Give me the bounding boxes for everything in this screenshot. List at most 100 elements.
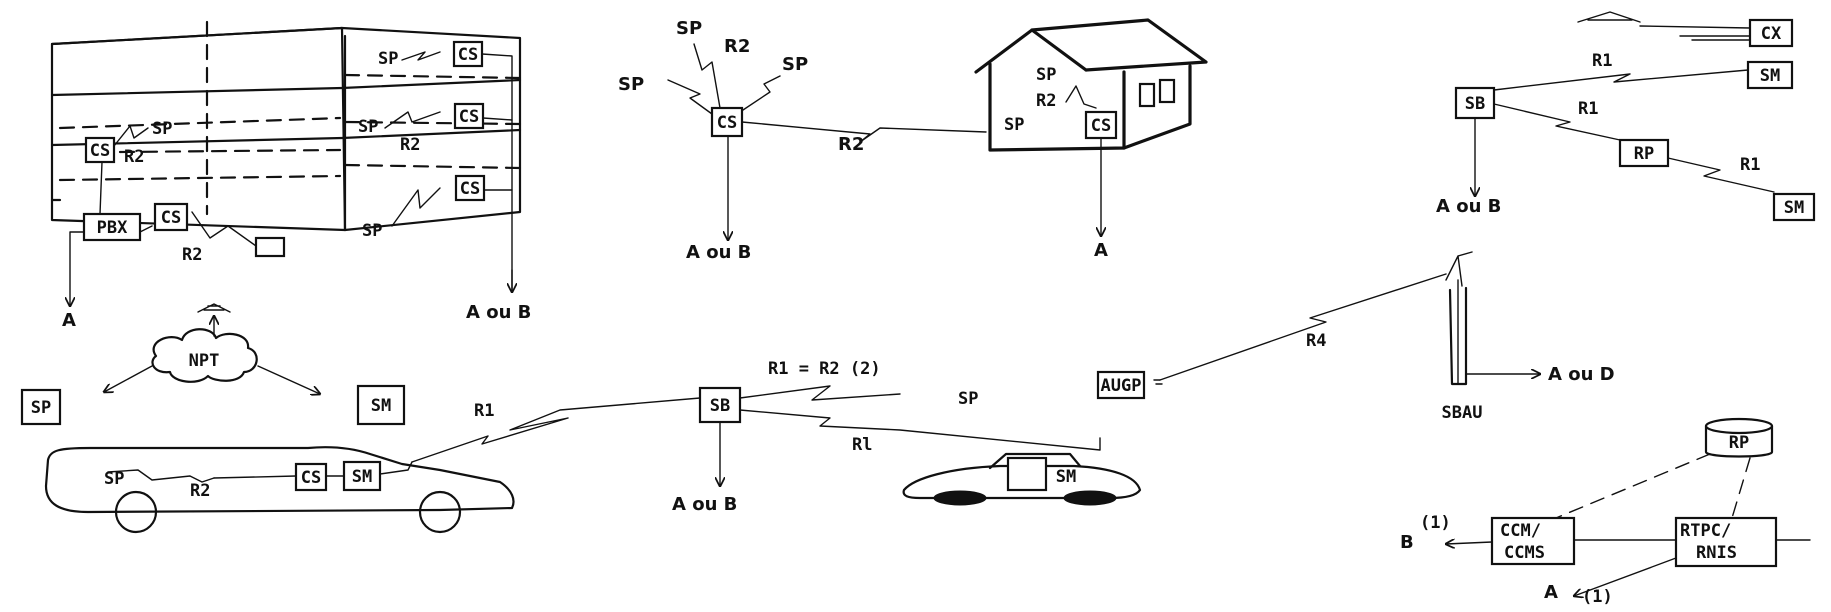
sm-box [1746, 60, 1794, 90]
sbau-label: SBAU [1442, 403, 1483, 423]
sm-box [1772, 192, 1816, 222]
r2-label: R2 [1036, 91, 1056, 111]
cs-label: CS [1091, 116, 1111, 136]
cx-box [1748, 18, 1794, 48]
rtpc-label-line1: RTPC/ [1680, 521, 1731, 541]
a-ou-b-label: A ou B [466, 302, 531, 323]
sp-label: SP [1004, 115, 1024, 135]
sp-label: SP [358, 117, 378, 137]
a-ou-d-label: A ou D [1548, 364, 1615, 385]
sp-label: SP [676, 18, 702, 39]
r2-label: R2 [124, 147, 144, 167]
r2-label: R2 [190, 481, 210, 501]
cs-label: CS [459, 107, 479, 127]
building-floor-low-right: SP CS [362, 174, 513, 241]
cx-label: CX [1761, 24, 1782, 44]
sp-box-label: SP [31, 398, 51, 418]
pbx-label: PBX [97, 218, 128, 238]
sm-label: SM [1056, 467, 1076, 487]
cs-label: CS [460, 179, 480, 199]
r1-r2-label: R1 = R2 (2) [768, 359, 881, 379]
sp-label: SP [618, 74, 644, 95]
sb-label: SB [1465, 94, 1485, 114]
terminal-box [254, 236, 286, 258]
sp-label: SP [152, 119, 172, 139]
ccm-box [1490, 516, 1576, 566]
cs-label: CS [161, 208, 181, 228]
office-building [50, 20, 522, 232]
sp-label: SP [1036, 65, 1056, 85]
npt-cloud: NPT [104, 328, 320, 394]
cs-box [84, 136, 116, 164]
cs-label: CS [301, 468, 321, 488]
sp-label: SP [362, 221, 382, 241]
r2-label: R2 [400, 135, 420, 155]
sm-box [356, 384, 406, 426]
sm-label: SM [352, 467, 372, 487]
sb-box [698, 386, 742, 424]
note1-label: (1) [1582, 587, 1613, 607]
sb-center: SB A ou B R1 = R2 (2) SP Rl [672, 359, 1101, 515]
r1-label: R1 [474, 401, 494, 421]
sm-label: SM [1784, 198, 1804, 218]
sb-label: SB [710, 396, 730, 416]
r1-label: Rl [852, 435, 872, 455]
building-floor-mid-right: SP CS R2 [358, 102, 513, 155]
ccm-label-line1: CCM/ [1500, 521, 1541, 541]
small-car: SM [902, 452, 1142, 506]
rp-box [1618, 138, 1670, 168]
building-floor-top-right: SP CS [378, 40, 512, 292]
sp-label: SP [782, 54, 808, 75]
a-ou-b-label: A ou B [1436, 196, 1501, 217]
r2-label: R2 [838, 134, 864, 155]
window-left [1138, 82, 1156, 108]
cs-box [454, 174, 486, 202]
r1-label: R1 [1592, 51, 1612, 71]
r4-label: R4 [1306, 331, 1326, 351]
sp-label: SP [378, 49, 398, 69]
r2-label: R2 [182, 245, 202, 265]
sm-label: SM [1760, 66, 1780, 86]
house: SP R2 CS SP A [974, 18, 1208, 261]
cs-box [153, 202, 189, 232]
cs-label: CS [458, 45, 478, 65]
npt-satellite [197, 303, 231, 337]
rtpc-box [1674, 516, 1778, 568]
a-label: A [62, 310, 76, 331]
sp-label: SP [958, 389, 978, 409]
cs-box [710, 106, 744, 138]
sp-box [20, 388, 62, 426]
sm-box [1006, 456, 1048, 492]
window-right [1158, 78, 1176, 104]
a-ou-b-label: A ou B [672, 494, 737, 515]
core-network: RP CCM/ CCMS RTPC/ RNIS B (1) A (1) [1400, 417, 1811, 607]
rtpc-label-line2: RNIS [1696, 543, 1737, 563]
augp-box [1096, 370, 1146, 400]
cs-label: CS [90, 141, 110, 161]
r1-link [411, 397, 701, 463]
a-label: A [1544, 582, 1558, 603]
cs-box [453, 102, 485, 130]
cs-label: CS [717, 113, 737, 133]
rp-label: RP [1729, 433, 1749, 453]
a-label: A [1094, 240, 1108, 261]
r1-label: R1 [1740, 155, 1760, 175]
note1-label: (1) [1420, 513, 1451, 533]
a-ou-b-label: A ou B [686, 242, 751, 263]
building-floor-mid-left: CS SP R2 [84, 119, 172, 215]
npt-label: NPT [189, 351, 220, 371]
augp-label: AUGP [1101, 376, 1142, 396]
cs-box [294, 462, 328, 492]
b-label: B [1400, 532, 1414, 553]
sbau-augp: A ou D SBAU R4 AUGP [1096, 251, 1615, 423]
pbx-box [82, 212, 142, 242]
sp-label: SP [104, 469, 124, 489]
car-vehicle: SP R2 CS SM [44, 446, 515, 534]
cs-star: SP R2 SP SP CS A ou B R2 [618, 18, 987, 263]
rp-label: RP [1634, 144, 1654, 164]
ccm-label-line2: CCMS [1504, 543, 1545, 563]
sm-box [342, 460, 382, 492]
r2-label: R2 [724, 36, 750, 57]
r1-label: R1 [1578, 99, 1598, 119]
building-floor-low-left: PBX CS R2 A [62, 202, 286, 331]
